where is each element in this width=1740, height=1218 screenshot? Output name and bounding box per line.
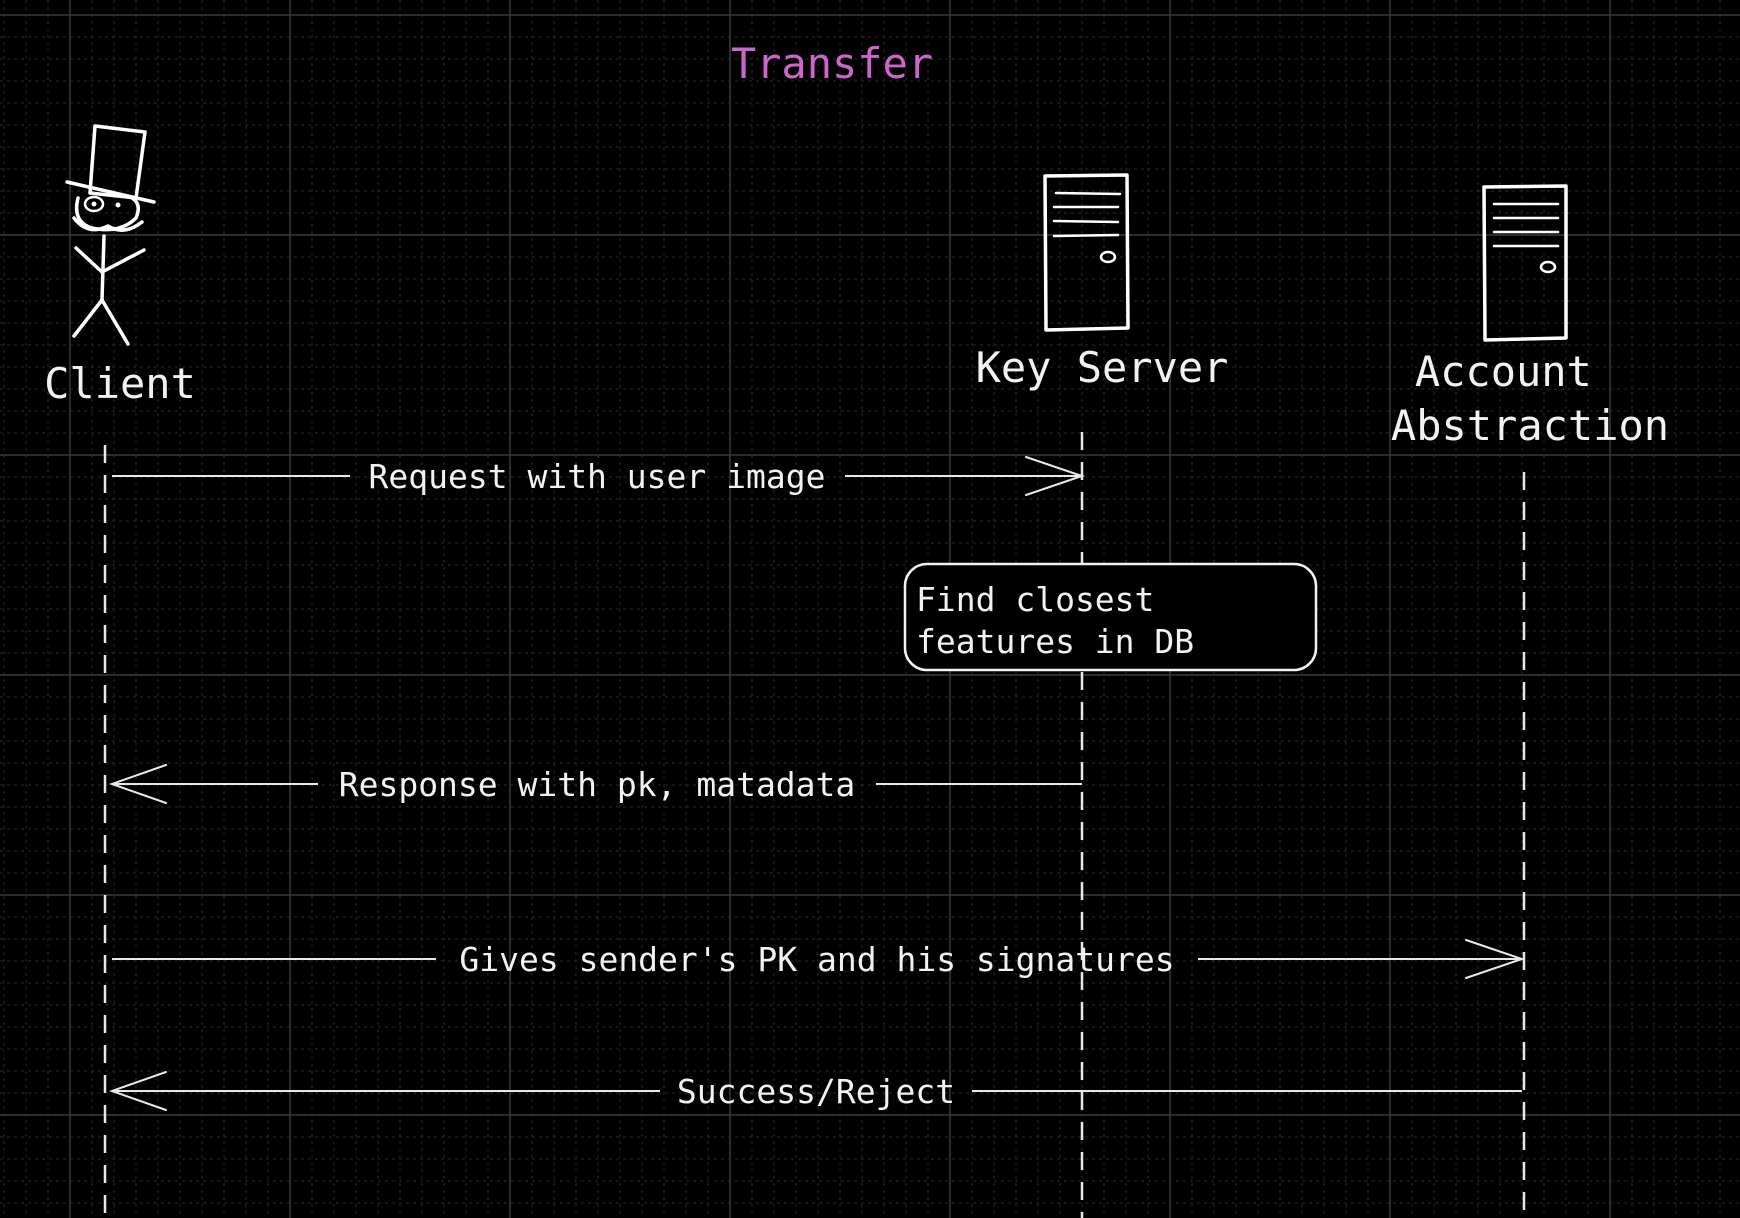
note-line: features in DB <box>916 622 1194 661</box>
message-label: Response with pk, matadata <box>339 765 856 804</box>
actor-label-line: Account <box>1415 347 1592 396</box>
message-response: Response with pk, matadata <box>108 764 1082 804</box>
stick-figure-top-hat-icon <box>65 124 156 346</box>
actor-label-account-abstraction: Account Abstraction <box>1391 347 1669 450</box>
message-gives-pk: Gives sender's PK and his signatures <box>112 939 1526 979</box>
message-label: Request with user image <box>369 457 826 496</box>
actor-label-client: Client <box>44 359 196 408</box>
note-line: Find closest <box>916 580 1154 619</box>
message-request: Request with user image <box>112 456 1086 496</box>
message-success-reject: Success/Reject <box>108 1071 1522 1111</box>
actor-label-key-server: Key Server <box>976 343 1229 392</box>
note-box: Find closest features in DB <box>903 562 1318 672</box>
server-tower-icon <box>1043 173 1130 332</box>
note-text: Find closest features in DB <box>916 580 1194 661</box>
actor-label-line: Abstraction <box>1391 401 1669 450</box>
message-label: Success/Reject <box>677 1072 955 1111</box>
diagram-title: Transfer <box>731 39 933 88</box>
message-label: Gives sender's PK and his signatures <box>459 940 1174 979</box>
server-tower-icon <box>1482 184 1568 342</box>
